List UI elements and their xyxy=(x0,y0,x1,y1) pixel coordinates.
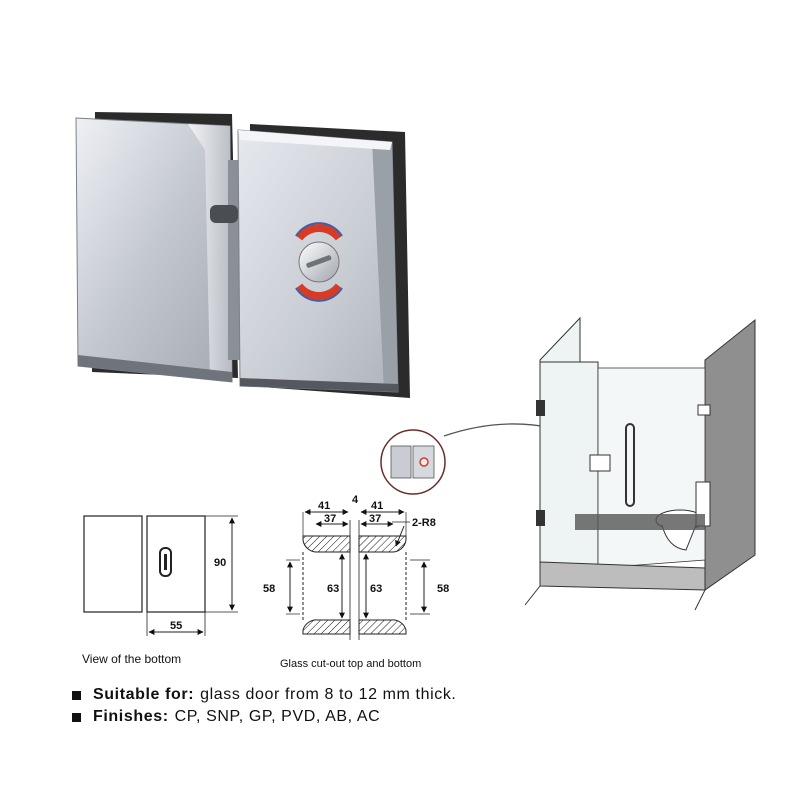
cutout-dim-37-left: 37 xyxy=(324,513,336,525)
spec-row-suitable: Suitable for: glass door from 8 to 12 mm… xyxy=(72,684,772,706)
cutout-radius-label: 2-R8 xyxy=(412,517,436,529)
cutout-dim-58-right: 58 xyxy=(437,583,449,595)
bullet-icon xyxy=(72,690,81,700)
spec-row-finishes: Finishes: CP, SNP, GP, PVD, AB, AC xyxy=(72,706,772,728)
spec-value: glass door from 8 to 12 mm thick. xyxy=(200,686,457,703)
cutout-dim-63-left: 63 xyxy=(327,583,339,595)
glass-cutout-diagram xyxy=(286,509,430,640)
cutout-dim-41-right: 41 xyxy=(371,500,383,512)
glass-hinge-product xyxy=(75,112,410,398)
spec-label: Finishes: xyxy=(93,708,169,725)
specs-list: Suitable for: glass door from 8 to 12 mm… xyxy=(72,684,772,728)
shower-enclosure-illustration xyxy=(524,316,756,611)
bottom-view-height-label: 90 xyxy=(214,557,226,569)
hinge-thumbnail xyxy=(380,429,446,495)
cutout-dim-63-right: 63 xyxy=(370,583,382,595)
cutout-dim-41-left: 41 xyxy=(318,500,330,512)
cutout-dim-37-right: 37 xyxy=(369,513,381,525)
spec-label: Suitable for: xyxy=(93,686,195,703)
bottom-view-diagram xyxy=(83,515,238,636)
spec-value: CP, SNP, GP, PVD, AB, AC xyxy=(174,708,381,725)
bullet-icon xyxy=(72,712,81,722)
cutout-caption: Glass cut-out top and bottom xyxy=(280,658,421,670)
cutout-dim-58-left: 58 xyxy=(263,583,275,595)
occupancy-indicator xyxy=(295,222,343,302)
cutout-dim-gap: 4 xyxy=(352,494,359,506)
bottom-view-width-label: 55 xyxy=(170,620,182,632)
bottom-view-caption: View of the bottom xyxy=(82,652,181,666)
